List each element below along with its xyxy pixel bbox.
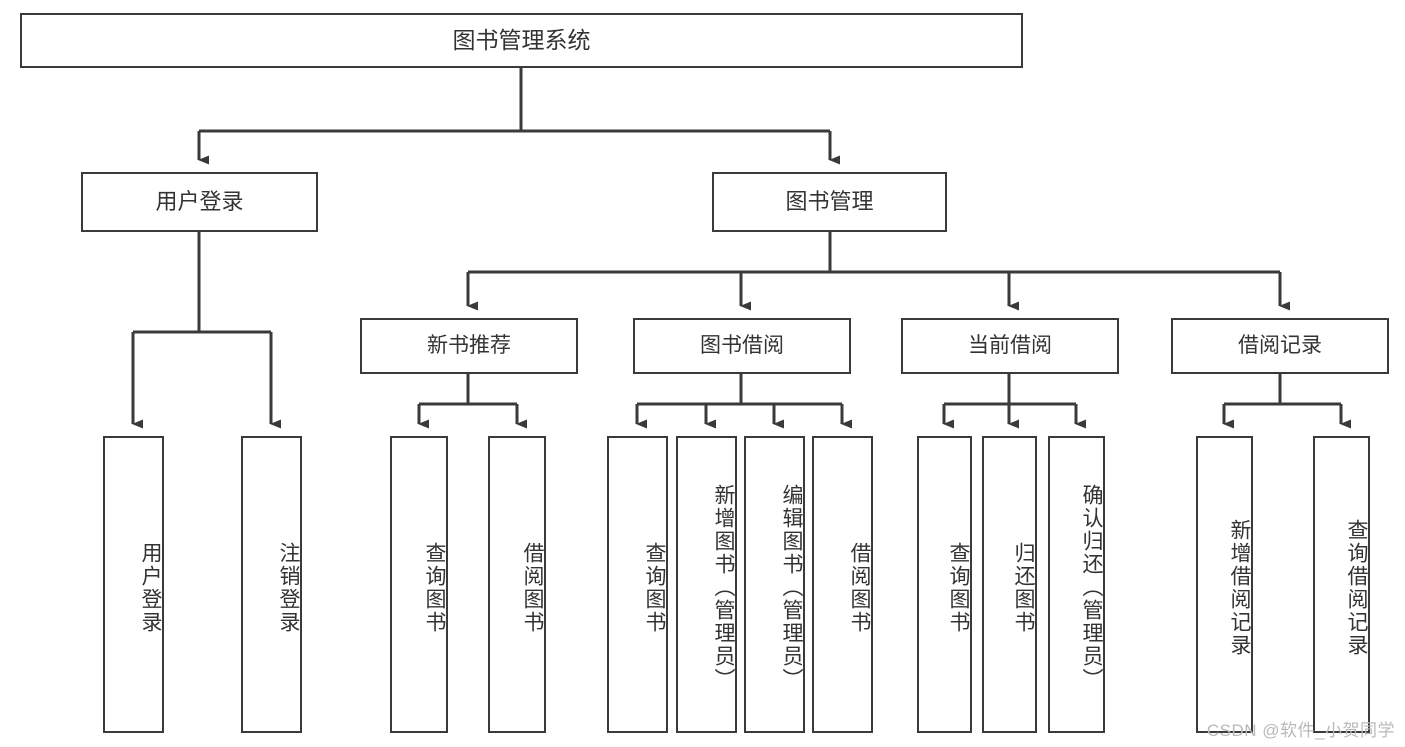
node-leaf-user-login-label: 用户登录 bbox=[139, 541, 162, 634]
node-leaf-return-book[interactable]: 归还图书 bbox=[982, 436, 1037, 733]
node-borrow-record-label: 借阅记录 bbox=[1238, 333, 1322, 357]
node-leaf-edit-book-admin-label: 编辑图书（管理员） bbox=[780, 484, 803, 691]
node-leaf-add-borrow-record-label: 新增借阅记录 bbox=[1228, 518, 1251, 657]
node-leaf-logout-label: 注销登录 bbox=[277, 541, 300, 634]
node-leaf-add-borrow-record[interactable]: 新增借阅记录 bbox=[1196, 436, 1253, 733]
node-current-borrow-label: 当前借阅 bbox=[968, 333, 1052, 357]
node-book-borrow-label: 图书借阅 bbox=[700, 333, 784, 357]
csdn-watermark: CSDN @软件_小贺同学 bbox=[1206, 721, 1395, 740]
node-leaf-borrow-book-1[interactable]: 借阅图书 bbox=[488, 436, 546, 733]
node-user-login-label: 用户登录 bbox=[155, 189, 244, 215]
node-leaf-query-book-3-label: 查询图书 bbox=[947, 541, 970, 634]
node-leaf-query-book-1[interactable]: 查询图书 bbox=[390, 436, 448, 733]
node-root[interactable]: 图书管理系统 bbox=[20, 13, 1023, 68]
node-leaf-query-book-1-label: 查询图书 bbox=[423, 541, 446, 634]
node-leaf-borrow-book-1-label: 借阅图书 bbox=[521, 541, 544, 634]
node-leaf-confirm-return-admin-label: 确认归还（管理员） bbox=[1080, 484, 1103, 691]
node-new-book-recommend-label: 新书推荐 bbox=[427, 333, 511, 357]
node-leaf-add-book-admin[interactable]: 新增图书（管理员） bbox=[676, 436, 737, 733]
node-book-borrow[interactable]: 图书借阅 bbox=[633, 318, 851, 374]
node-borrow-record[interactable]: 借阅记录 bbox=[1171, 318, 1389, 374]
node-leaf-logout[interactable]: 注销登录 bbox=[241, 436, 302, 733]
node-leaf-edit-book-admin[interactable]: 编辑图书（管理员） bbox=[744, 436, 805, 733]
node-new-book-recommend[interactable]: 新书推荐 bbox=[360, 318, 578, 374]
node-leaf-query-borrow-record-label: 查询借阅记录 bbox=[1345, 518, 1368, 657]
node-book-manage-label: 图书管理 bbox=[785, 189, 874, 215]
node-leaf-user-login[interactable]: 用户登录 bbox=[103, 436, 164, 733]
node-root-label: 图书管理系统 bbox=[452, 27, 591, 54]
node-user-login[interactable]: 用户登录 bbox=[81, 172, 318, 232]
node-leaf-query-book-2-label: 查询图书 bbox=[643, 541, 666, 634]
node-book-manage[interactable]: 图书管理 bbox=[712, 172, 947, 232]
node-leaf-return-book-label: 归还图书 bbox=[1012, 541, 1035, 634]
node-leaf-query-book-3[interactable]: 查询图书 bbox=[917, 436, 972, 733]
node-leaf-confirm-return-admin[interactable]: 确认归还（管理员） bbox=[1048, 436, 1105, 733]
node-leaf-query-book-2[interactable]: 查询图书 bbox=[607, 436, 668, 733]
node-leaf-borrow-book-2-label: 借阅图书 bbox=[848, 541, 871, 634]
node-current-borrow[interactable]: 当前借阅 bbox=[901, 318, 1119, 374]
node-leaf-add-book-admin-label: 新增图书（管理员） bbox=[712, 484, 735, 691]
node-leaf-query-borrow-record[interactable]: 查询借阅记录 bbox=[1313, 436, 1370, 733]
node-leaf-borrow-book-2[interactable]: 借阅图书 bbox=[812, 436, 873, 733]
